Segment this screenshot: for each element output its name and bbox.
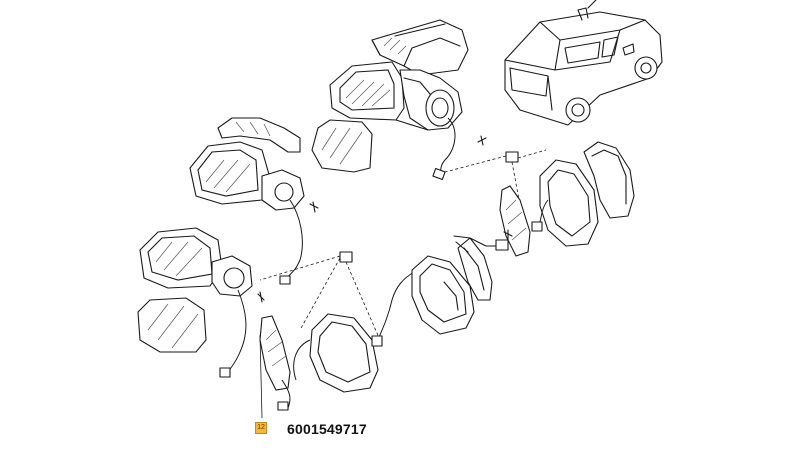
- callout-glass-part: [259, 315, 291, 411]
- mirror-cap-icon: [457, 237, 493, 301]
- leader-lines: [259, 149, 547, 419]
- far-right-cap: [583, 141, 635, 219]
- lower-mirror-housing: [293, 271, 415, 393]
- callout-badge: 12: [255, 422, 267, 434]
- middle-mirror-assembly: [189, 141, 319, 285]
- lower-mirror-assembly: [139, 227, 265, 378]
- top-mirror-assembly: [329, 61, 487, 181]
- center-bracket: [453, 235, 509, 253]
- part-number-label: 6001549717: [287, 421, 367, 437]
- right-mirror-housing: [531, 159, 599, 247]
- car-locator-icon: [504, 0, 663, 126]
- center-right-mirror-housing: [411, 255, 475, 335]
- mirror-glass-icon: [311, 119, 373, 173]
- upper-cover-strip: [217, 117, 301, 153]
- top-mirror-cap: [371, 19, 469, 76]
- lower-mirror-glass: [137, 297, 207, 353]
- screw-icon: [503, 229, 513, 241]
